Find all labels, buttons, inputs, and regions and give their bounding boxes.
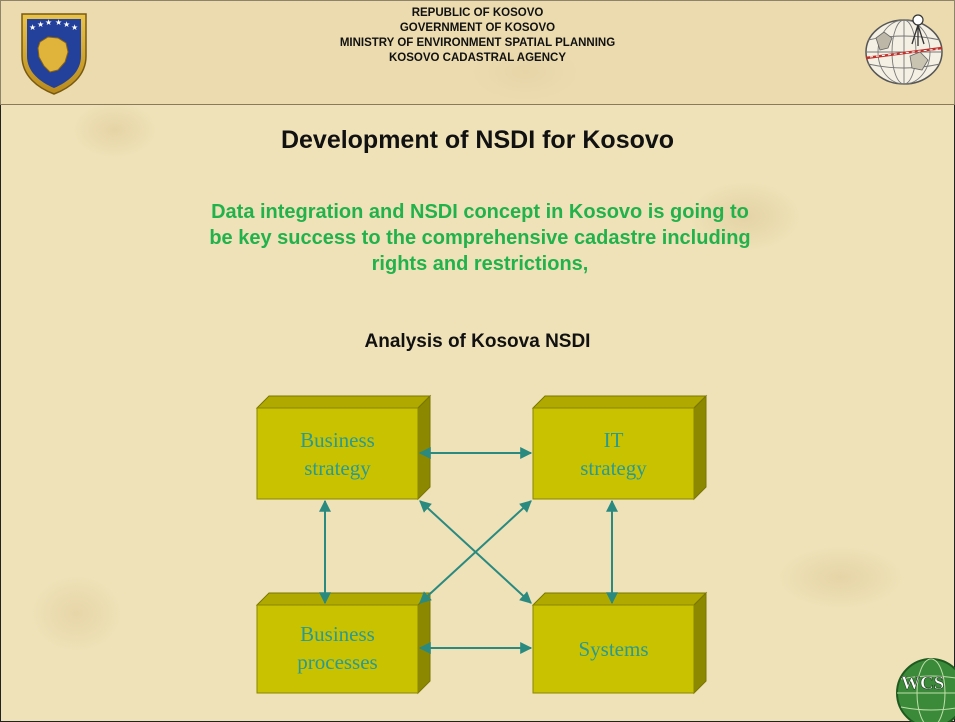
intro-line: be key success to the comprehensive cada…: [209, 227, 751, 249]
diagram-subtitle: Analysis of Kosova NSDI: [364, 331, 591, 352]
box-business-strategy: [255, 394, 432, 501]
box-it-strategy: [531, 394, 708, 501]
svg-text:★: ★: [45, 18, 52, 27]
box-business-processes: [255, 591, 432, 695]
header-line: MINISTRY OF ENVIRONMENT SPATIAL PLANNING: [339, 37, 616, 49]
label-it-strategy: IT strategy: [533, 426, 694, 482]
box-label-line: IT: [603, 428, 624, 452]
header-line: REPUBLIC OF KOSOVO: [411, 7, 544, 19]
svg-text:★: ★: [63, 20, 70, 29]
svg-text:★: ★: [37, 20, 44, 29]
intro-statement: Data integration and NSDI concept in Kos…: [100, 199, 860, 277]
label-business-processes: Business processes: [257, 620, 418, 676]
page-title: Development of NSDI for Kosovo: [280, 126, 675, 154]
intro-line: Data integration and NSDI concept in Kos…: [211, 201, 749, 223]
box-label-line: Systems: [578, 637, 649, 661]
header-line: KOSOVO CADASTRAL AGENCY: [389, 52, 566, 64]
box-label-line: Business: [300, 428, 375, 452]
label-systems: Systems: [533, 635, 694, 663]
kosovo-emblem-icon: ★★★ ★★★: [21, 13, 87, 95]
wcs-logo-icon: WCS: [896, 658, 955, 722]
wcs-logo-text: WCS: [901, 673, 944, 694]
header-text: REPUBLIC OF KOSOVO GOVERNMENT OF KOSOVO …: [0, 6, 955, 66]
svg-text:★: ★: [71, 23, 78, 32]
intro-line: rights and restrictions,: [371, 253, 589, 275]
box-label-line: Business: [300, 622, 375, 646]
cadastral-globe-icon: [865, 14, 943, 85]
box-label-line: processes: [297, 650, 378, 674]
box-label-line: strategy: [304, 456, 371, 480]
box-systems: [531, 591, 708, 695]
label-business-strategy: Business strategy: [257, 426, 418, 482]
header-line: GOVERNMENT OF KOSOVO: [399, 22, 556, 34]
box-label-line: strategy: [580, 456, 647, 480]
svg-text:★: ★: [29, 23, 36, 32]
header-band: [0, 0, 955, 105]
arrow-diagonal-up-right: [419, 500, 532, 604]
svg-text:★: ★: [55, 18, 62, 27]
